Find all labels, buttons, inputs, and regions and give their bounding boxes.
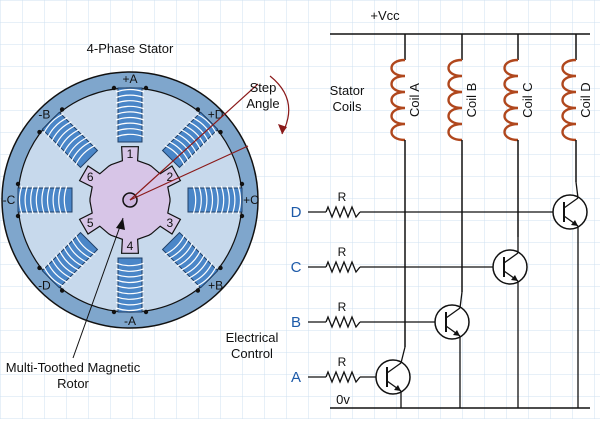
rotor-tooth-label: 6 <box>87 170 94 184</box>
electrical-control-label-line-2: Control <box>231 346 273 361</box>
stator-winding <box>111 85 149 143</box>
rotor-tooth-label: 3 <box>166 216 173 230</box>
pole-label: -D <box>38 279 51 293</box>
ground-label: 0v <box>336 392 350 407</box>
stator-winding <box>15 181 73 219</box>
stator-winding <box>111 257 149 315</box>
stator-winding <box>161 107 223 169</box>
input-label: C <box>291 259 302 276</box>
coil-label: Coil B <box>464 83 479 118</box>
step-angle-label-line-1: Step <box>250 80 277 95</box>
stator-winding <box>161 231 223 293</box>
stator-title: 4-Phase Stator <box>87 41 174 56</box>
stator-pole-labels: +A +D +C +B -A -D -C -B <box>3 72 260 328</box>
rotor-tooth-label: 4 <box>127 239 134 253</box>
electrical-control-label-line-1: Electrical <box>226 330 279 345</box>
transistor <box>552 194 588 230</box>
step-angle-label-line-2: Angle <box>246 96 279 111</box>
stator-winding <box>187 181 245 219</box>
stator-coil-bank: Coil A Coil B Coil C Coil D <box>390 34 593 152</box>
rotor-tooth-label: 1 <box>127 147 134 161</box>
transistor <box>492 249 528 285</box>
input-label: A <box>291 369 301 386</box>
pole-label: -B <box>38 107 50 121</box>
stator-winding <box>37 231 99 293</box>
driver-stage: AR <box>291 152 411 408</box>
pole-label: -A <box>124 314 136 328</box>
step-angle-line-1 <box>129 145 249 201</box>
stator-coil: Coil A <box>390 34 422 152</box>
resistor-label: R <box>338 245 347 259</box>
resistor <box>325 260 361 274</box>
rotor-label-line-1: Multi-Toothed Magnetic <box>6 360 141 375</box>
pole-label: +D <box>208 107 224 121</box>
transistor <box>434 304 470 340</box>
rotor-callout-line <box>72 217 124 359</box>
resistor <box>325 205 361 219</box>
rotor-tooth-label: 5 <box>87 216 94 230</box>
pole-label: +B <box>208 279 223 293</box>
resistor-label: R <box>338 190 347 204</box>
resistor <box>325 315 361 329</box>
driver-stage: CR <box>291 152 528 408</box>
step-angle-line-2 <box>129 83 259 201</box>
stator-coils-label-line-2: Coils <box>333 99 362 114</box>
driver-stage: DR <box>291 152 588 408</box>
coil-label: Coil A <box>407 83 422 117</box>
resistor-label: R <box>338 355 347 369</box>
pole-label: +C <box>243 193 259 207</box>
input-label: D <box>291 204 302 221</box>
stator-coil: Coil C <box>503 34 535 152</box>
resistor-label: R <box>338 300 347 314</box>
coil-label: Coil C <box>520 82 535 117</box>
stator-windings <box>15 85 245 315</box>
step-angle-arrowhead <box>278 124 287 134</box>
rotor-label-line-2: Rotor <box>57 376 89 391</box>
coil-label: Coil D <box>578 82 593 117</box>
rotor-tooth-labels: 1 2 3 4 5 6 <box>87 147 174 253</box>
stator-winding <box>37 107 99 169</box>
rotor-tooth-label: 2 <box>166 170 173 184</box>
vcc-label: +Vcc <box>370 8 400 23</box>
stator-coil: Coil B <box>447 34 479 152</box>
pole-label: -C <box>3 193 16 207</box>
rotor-callout-arrowhead <box>116 218 125 230</box>
pole-label: +A <box>122 72 137 86</box>
driver-stage: BR <box>291 152 470 408</box>
stator-coil: Coil D <box>561 34 593 152</box>
input-label: B <box>291 314 301 331</box>
resistor <box>325 370 361 384</box>
stator-coils-label-line-1: Stator <box>330 83 365 98</box>
stepper-motor: 4-Phase Stator +A +D +C +B -A -D -C -B 1 2 3 4 5 6 S… <box>1 41 290 391</box>
transistor <box>375 359 411 395</box>
